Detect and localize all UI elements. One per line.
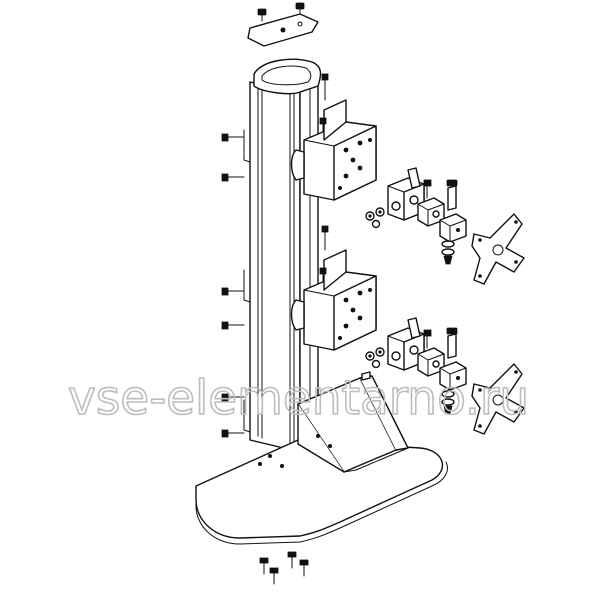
base-plate	[195, 439, 448, 545]
base-screws	[259, 551, 309, 585]
lower-tilt-head	[439, 327, 467, 391]
upper-nuts	[365, 207, 385, 229]
base-wedge-support	[297, 371, 409, 473]
lower-vesa-plate	[471, 363, 525, 435]
top-screw-right	[295, 2, 305, 14]
upper-vesa-plate	[471, 213, 525, 285]
upper-column-bolts	[319, 73, 329, 133]
column-bolts-left	[221, 133, 245, 438]
lower-pivot-block	[417, 329, 445, 377]
top-screw-left	[257, 8, 267, 22]
lower-nuts	[365, 347, 385, 369]
lower-column-bolts	[319, 225, 329, 283]
upper-tilt-washers	[441, 240, 455, 265]
lower-tilt-washers	[441, 390, 455, 415]
column-extrusion	[243, 58, 322, 453]
upper-clamp-bracket	[290, 99, 377, 201]
upper-pivot-block	[417, 179, 445, 227]
lower-clamp-bracket	[290, 249, 377, 351]
top-cap-plate	[247, 13, 319, 47]
upper-tilt-head	[439, 179, 467, 243]
watermark-text: vse-elementarno.ru	[68, 371, 529, 426]
